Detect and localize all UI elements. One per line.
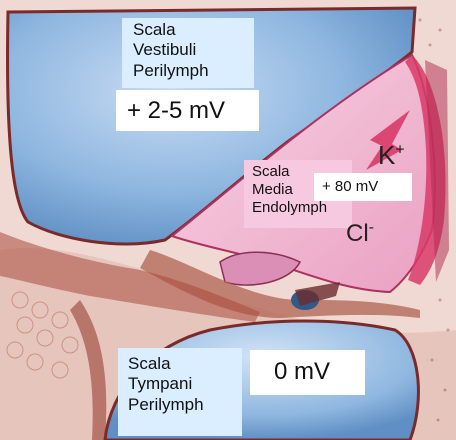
- scala-tympani-line-1: Scala: [128, 354, 204, 374]
- scala-tympani-line-3: Perilymph: [128, 395, 204, 415]
- scala-vestibuli-line-3: Perilymph: [133, 61, 209, 81]
- scala-vestibuli-line-1: Scala: [133, 20, 209, 40]
- chloride-ion-label: Cl-: [346, 218, 374, 249]
- scala-media-potential: + 80 mV: [322, 178, 378, 196]
- scala-media-line-3: Endolymph: [252, 199, 327, 217]
- scala-vestibuli-potential: + 2-5 mV: [127, 97, 225, 126]
- potassium-symbol: K: [378, 140, 395, 170]
- scala-tympani-line-2: Tympani: [128, 374, 204, 394]
- scala-tympani-label: Scala Tympani Perilymph: [128, 354, 204, 415]
- chloride-charge: -: [369, 219, 374, 236]
- scala-vestibuli-label: Scala Vestibuli Perilymph: [133, 20, 209, 81]
- chloride-symbol: Cl: [346, 220, 369, 247]
- potassium-ion-label: K+: [378, 140, 405, 171]
- scala-tympani-potential: 0 mV: [274, 358, 330, 387]
- potassium-charge: +: [395, 141, 404, 158]
- scala-vestibuli-line-2: Vestibuli: [133, 40, 209, 60]
